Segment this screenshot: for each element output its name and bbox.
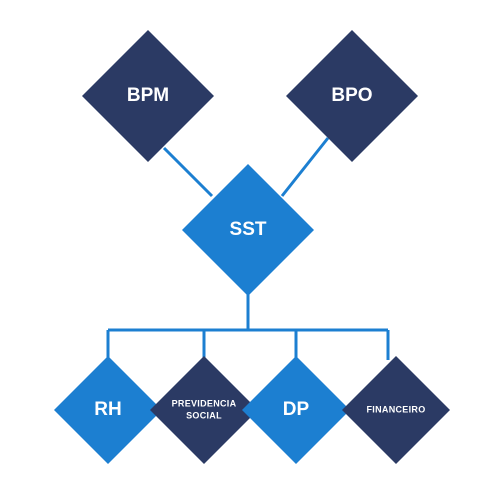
node-dp-label: DP xyxy=(283,399,310,420)
node-rh-label: RH xyxy=(94,399,121,420)
node-previdencia-label-line1: PREVIDENCIA xyxy=(172,398,237,408)
node-sst-shape xyxy=(182,164,314,296)
node-financeiro: FINANCEIRO xyxy=(342,356,450,464)
node-bpo-label: BPO xyxy=(331,85,372,106)
node-financeiro-shape xyxy=(342,356,450,464)
node-bpo: BPO xyxy=(286,30,418,162)
node-rh: RH xyxy=(54,356,162,464)
node-previdencia-shape xyxy=(150,356,258,464)
node-financeiro-label: FINANCEIRO xyxy=(367,404,426,414)
node-bpm: BPM xyxy=(82,30,214,162)
connector-bpm-sst xyxy=(162,146,214,198)
node-sst: SST xyxy=(182,164,314,296)
node-bpo-shape xyxy=(286,30,418,162)
node-sst-label: SST xyxy=(230,219,267,240)
node-dp-shape xyxy=(242,356,350,464)
node-bpm-shape xyxy=(82,30,214,162)
node-previdencia-label-line2: SOCIAL xyxy=(186,410,222,420)
node-rh-shape xyxy=(54,356,162,464)
node-bpm-label: BPM xyxy=(127,85,169,106)
connector-bpo-sst xyxy=(280,137,330,197)
connectors xyxy=(106,137,390,360)
node-dp: DP xyxy=(242,356,350,464)
node-previdencia: PREVIDENCIA SOCIAL xyxy=(150,356,258,464)
